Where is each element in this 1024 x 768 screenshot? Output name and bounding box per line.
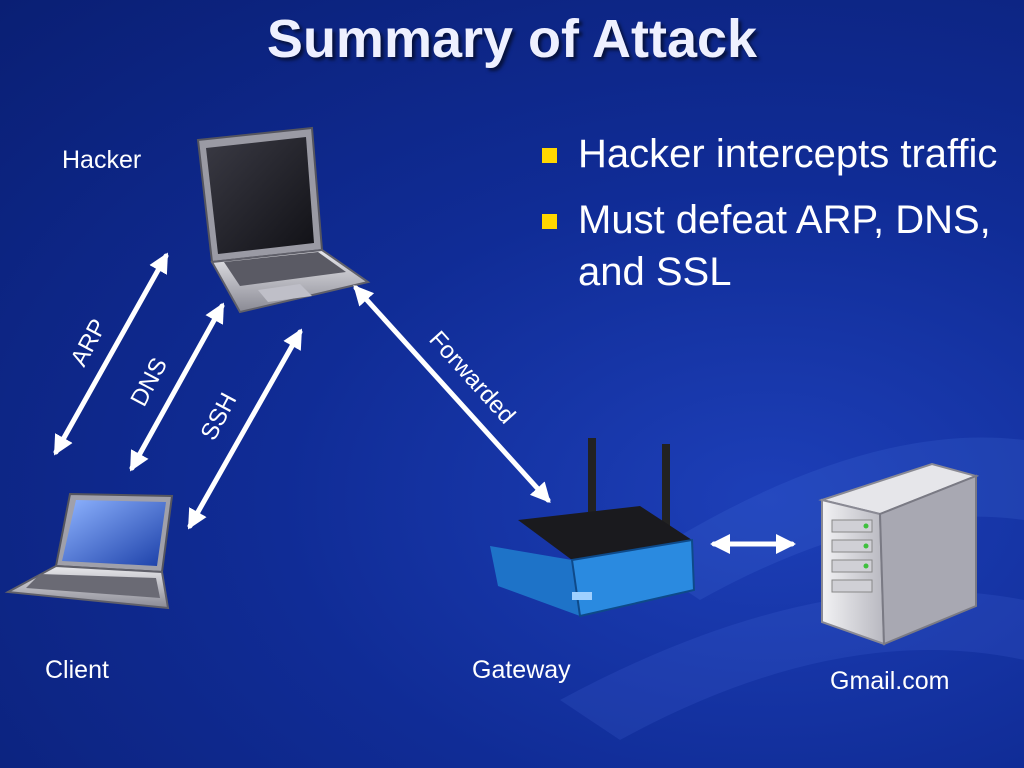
ssh-label: SSH xyxy=(195,389,242,445)
arp-arrow xyxy=(53,252,169,456)
client-laptop-icon xyxy=(4,492,174,610)
ssh-arrow xyxy=(187,328,303,530)
client-label: Client xyxy=(45,656,109,684)
hacker-laptop-icon xyxy=(196,126,371,314)
forwarded-arrow xyxy=(353,285,551,503)
hacker-label: Hacker xyxy=(62,146,142,174)
bullet-square-icon xyxy=(542,148,557,163)
bullet-item: Must defeat ARP, DNS, and SSL xyxy=(540,194,1010,298)
page-title: Summary of Attack xyxy=(266,9,758,69)
bullet-text: Hacker intercepts traffic xyxy=(578,132,998,176)
bullet-square-icon xyxy=(542,214,557,229)
bullet-text: Must defeat ARP, DNS, and SSL xyxy=(578,198,991,294)
router-icon xyxy=(490,438,696,618)
bullet-item: Hacker intercepts traffic xyxy=(540,128,1010,180)
gmail-label: Gmail.com xyxy=(830,667,950,695)
gateway-label: Gateway xyxy=(472,656,571,684)
bullet-list: Hacker intercepts traffic Must defeat AR… xyxy=(540,128,1010,312)
server-icon xyxy=(818,462,980,646)
